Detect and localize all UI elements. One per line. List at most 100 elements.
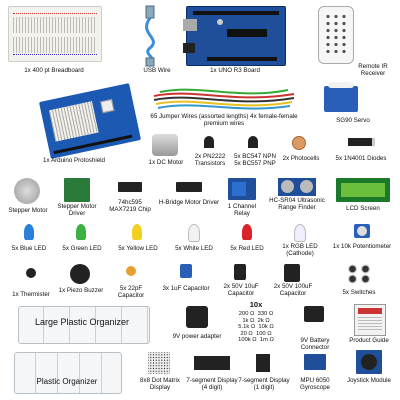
protoshield-label: 1x Arduino Protoshield <box>43 157 105 164</box>
stepper-item: Stepper Motor <box>4 176 52 220</box>
stepper-label: Stepper Motor <box>8 207 48 214</box>
relay-item: 1 Channel Relay <box>220 176 264 220</box>
switches-label: 5x Switches <box>342 289 376 296</box>
photocells-item: 2x Photocells <box>278 132 324 174</box>
dotmatrix-image <box>148 352 170 374</box>
pn2222-image <box>204 136 214 148</box>
mpu-item: MPU 6050 Gyroscope <box>290 350 340 398</box>
seg1-item: 7-segment Display (1 digit) <box>238 350 290 398</box>
bc547-label: 5x BC547 NPN 5x BC557 PNP <box>234 153 276 167</box>
jumper-wires-image <box>153 88 295 110</box>
cap10u-item: 2x 50V 10uF Capacitor <box>216 262 266 304</box>
switches-image <box>346 264 372 284</box>
servo-image <box>324 82 358 112</box>
seg4-image <box>194 356 230 370</box>
large-organizer-image <box>18 306 150 344</box>
breadboard-image <box>8 6 102 62</box>
white-led-item: 5x White LED <box>166 222 222 258</box>
remote-label: Remote IR Receiver <box>358 63 388 77</box>
battery-item: 9V Battery Connector <box>290 304 340 360</box>
yellow-led-item: 5x Yellow LED <box>110 222 166 258</box>
photocells-label: 2x Photocells <box>282 155 320 162</box>
usb-wire-image <box>145 5 155 67</box>
jumper-item: 65 Jumper Wires (assorted lengths) 4x fe… <box>144 84 304 130</box>
protoshield-item: 1x Arduino Protoshield <box>4 83 144 174</box>
hcsr04-label: HC-SR04 Ultrasonic Range Finder <box>269 197 325 211</box>
red-led-item: 5x Red LED <box>222 222 272 258</box>
uno-label: 1x UNO R3 Board <box>210 67 260 74</box>
dotmatrix-label: 8x8 Dot Matrix Display <box>140 377 180 391</box>
diodes-item: 5x 1N4001 Diodes <box>326 132 396 174</box>
resistors-title: 10x <box>249 300 263 309</box>
yellow-led-label: 5x Yellow LED <box>118 245 158 252</box>
large-organizer-item: Large Plastic Organizer <box>4 304 160 348</box>
max7219-image <box>118 182 142 192</box>
pot-item: 1x 10k Potentiometer <box>328 222 396 262</box>
cap1u-label: 3x 1uF Capacitor <box>162 285 210 292</box>
lcd-image <box>336 178 390 202</box>
yellow-led-image <box>132 224 142 240</box>
photocells-image <box>292 136 306 150</box>
max7219-item: 74hc595 MAX7219 Chip <box>104 176 156 220</box>
thermister-label: 1x Thermister <box>12 291 50 298</box>
dotmatrix-item: 8x8 Dot Matrix Display <box>134 350 186 398</box>
small-organizer-image <box>14 352 122 394</box>
bc547-image <box>248 136 258 148</box>
relay-label: 1 Channel Relay <box>227 203 257 217</box>
red-led-label: 5x Red LED <box>230 245 264 252</box>
white-led-label: 5x White LED <box>175 245 213 252</box>
power-item: 9V power adapter <box>172 304 222 354</box>
cap10u-image <box>234 264 246 280</box>
relay-image <box>228 178 256 200</box>
seg1-image <box>256 354 270 372</box>
white-led-image <box>188 224 200 242</box>
seg4-item: 7-segment Display (4 digit) <box>186 350 238 398</box>
buzzer-item: 1x Piezo Buzzer <box>58 262 104 304</box>
lcd-item: LCD Screen <box>330 176 396 220</box>
lcd-label: LCD Screen <box>346 205 380 212</box>
blue-led-item: 5x Blue LED <box>4 222 54 258</box>
pot-label: 1x 10k Potentiometer <box>332 243 392 250</box>
buzzer-label: 1x Piezo Buzzer <box>58 287 104 294</box>
joystick-label: Joystick Module <box>346 377 392 384</box>
hbridge-image <box>176 182 202 192</box>
servo-label: SG90 Servo <box>336 117 370 124</box>
pn2222-label: 2x PN2222 Transistors <box>194 153 226 167</box>
dc-motor-label: 1x DC Motor <box>148 159 184 166</box>
uno-item: 1x UNO R3 Board <box>180 4 290 80</box>
diodes-image <box>348 138 375 146</box>
cap100u-item: 2x 50V 100uF Capacitor <box>266 262 320 304</box>
cap22-item: 5x 22pF Capacitor <box>106 262 156 304</box>
cap100u-label: 2x 50V 100uF Capacitor <box>273 283 313 297</box>
rgb-led-image <box>294 224 306 242</box>
resistors-values: 200 Ω 330 Ω 1k Ω 2k Ω 5.1k Ω 10k Ω 20 Ω … <box>238 311 274 344</box>
usb-wire-item: USB Wire <box>132 4 172 80</box>
mpu-image <box>304 354 326 370</box>
blue-led-image <box>24 224 34 240</box>
thermister-image <box>26 268 36 278</box>
mpu-label: MPU 6050 Gyroscope <box>300 377 330 391</box>
power-label: 9V power adapter <box>172 333 222 340</box>
cap22-label: 5x 22pF Capacitor <box>117 285 145 299</box>
battery-connector-image <box>304 306 324 322</box>
thermister-item: 1x Thermister <box>4 262 58 304</box>
dc-motor-item: 1x DC Motor <box>144 132 188 174</box>
jumper-label: 65 Jumper Wires (assorted lengths) 4x fe… <box>150 113 298 127</box>
cap22-image <box>126 266 136 276</box>
remote-image <box>318 6 354 64</box>
guide-item: Product Guide <box>342 304 396 360</box>
hcsr04-image <box>278 178 316 196</box>
small-organizer-item: Plastic Organizer <box>4 350 130 396</box>
resistors-item: 10x 200 Ω 330 Ω 1k Ω 2k Ω 5.1k Ω 10k Ω 2… <box>224 300 288 358</box>
hbridge-label: H-Bridge Motor Driver <box>158 199 220 206</box>
stepper-image <box>14 178 40 204</box>
max7219-label: 74hc595 MAX7219 Chip <box>109 199 151 213</box>
seg4-label: 7-segment Display (4 digit) <box>186 377 238 391</box>
cap1u-item: 3x 1uF Capacitor <box>156 262 216 304</box>
battery-label: 9V Battery Connector <box>300 337 330 351</box>
switches-item: 5x Switches <box>322 262 396 304</box>
cap10u-label: 2x 50V 10uF Capacitor <box>223 283 259 297</box>
breadboard-item: 1x 400 pt Breadboard <box>4 4 104 80</box>
pot-image <box>354 224 370 238</box>
green-led-item: 5x Green LED <box>54 222 110 258</box>
